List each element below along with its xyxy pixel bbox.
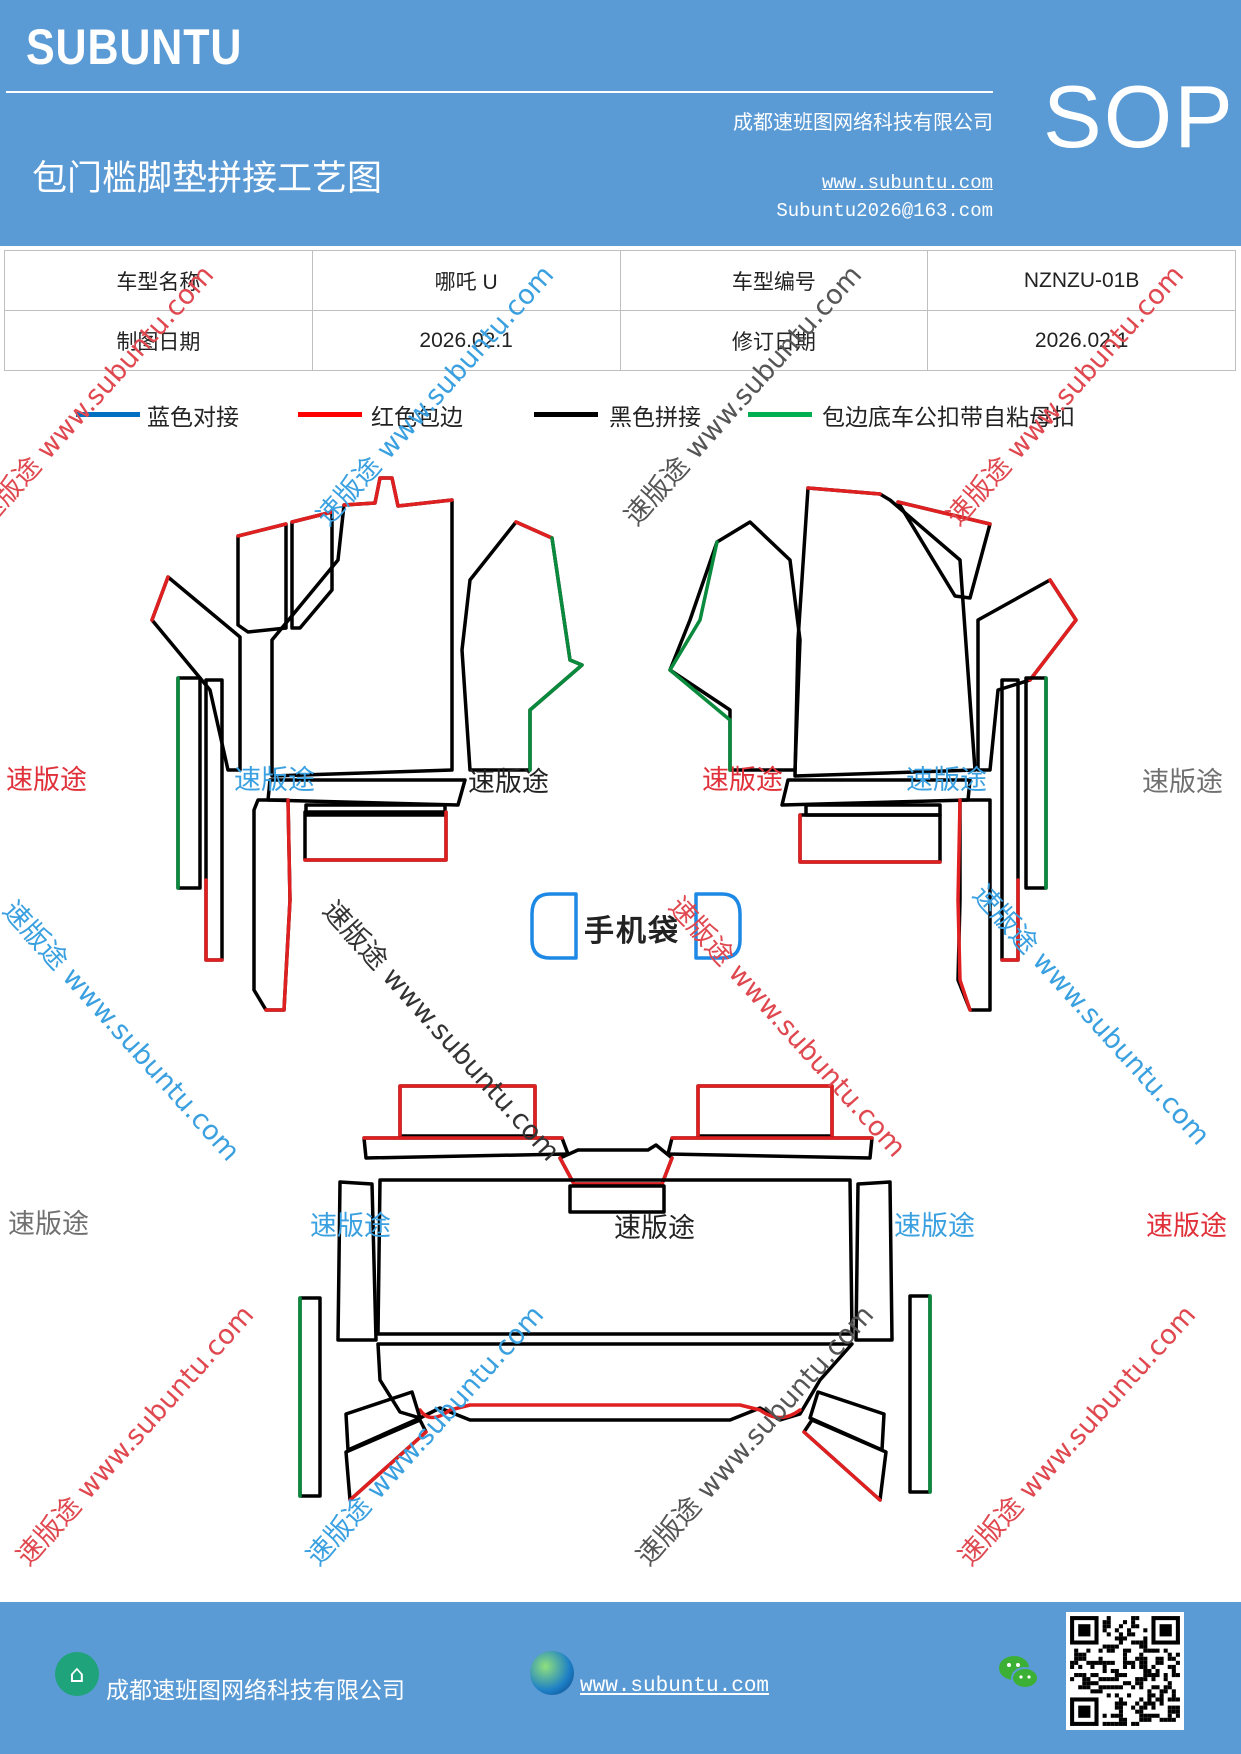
globe-icon — [530, 1651, 574, 1695]
legend-swatch-green — [748, 412, 812, 417]
revise-date-label: 修订日期 — [619, 310, 929, 371]
legend-swatch-red — [298, 412, 362, 417]
rear-mat — [298, 1084, 932, 1502]
legend-label-red: 红色包边 — [371, 405, 463, 431]
info-table: 车型名称 哪吒 U 车型编号 NZNZU-01B 制图日期 2026.02.1 … — [4, 250, 1236, 371]
model-name-label: 车型名称 — [4, 250, 313, 311]
watermark-short: 速版途 — [6, 765, 87, 796]
header-divider — [6, 91, 993, 93]
legend-swatch-blue — [76, 412, 140, 417]
watermark-short: 速版途 — [614, 1213, 695, 1244]
header-company: 成都速班图网络科技有限公司 — [733, 110, 993, 134]
header-email: Subuntu2026@163.com — [776, 200, 993, 222]
draw-date-value: 2026.02.1 — [311, 310, 621, 371]
phone-pocket-shapes — [530, 892, 742, 960]
model-name-value: 哪吒 U — [311, 250, 621, 311]
left-front-mat — [150, 476, 584, 1012]
right-front-mat — [668, 486, 1078, 1012]
watermark-short: 速版途 — [1146, 1211, 1227, 1242]
revise-date-value: 2026.02.1 — [927, 310, 1236, 371]
table-row: 制图日期 2026.02.1 修订日期 2026.02.1 — [4, 310, 1236, 371]
legend-label-blue: 蓝色对接 — [147, 405, 239, 431]
header-website-link[interactable]: www.subuntu.com — [821, 172, 993, 194]
watermark-short: 速版途 — [702, 765, 783, 796]
draw-date-label: 制图日期 — [4, 310, 313, 371]
model-code-value: NZNZU-01B — [927, 250, 1236, 311]
watermark-short: 速版途 — [1142, 767, 1223, 798]
home-icon: ⌂ — [55, 1652, 99, 1696]
legend: 蓝色对接 红色包边 黑色拼接 包边底车公扣带自粘母扣 — [0, 400, 1241, 440]
footer-company: 成都速班图网络科技有限公司 — [106, 1678, 405, 1704]
page-title: 包门槛脚垫拼接工艺图 — [32, 159, 383, 199]
legend-label-black: 黑色拼接 — [609, 405, 701, 431]
legend-label-green: 包边底车公扣带自粘母扣 — [822, 405, 1075, 431]
brand-logo: SUBUNTU — [26, 19, 243, 75]
wechat-icon[interactable] — [996, 1650, 1042, 1696]
watermark-short: 速版途 — [894, 1211, 975, 1242]
model-code-label: 车型编号 — [619, 250, 929, 311]
header-banner — [0, 0, 1241, 246]
sop-label: SOP — [1043, 67, 1235, 166]
legend-swatch-black — [534, 412, 598, 417]
phone-pocket-label: 手机袋 — [584, 914, 680, 949]
watermark-short: 速版途 — [8, 1209, 89, 1240]
qr-code — [1066, 1612, 1184, 1730]
footer-website-link[interactable]: www.subuntu.com — [580, 1675, 770, 1698]
watermark-short: 速版途 — [468, 767, 549, 798]
watermark-short: 速版途 — [906, 765, 987, 796]
table-row: 车型名称 哪吒 U 车型编号 NZNZU-01B — [4, 250, 1236, 311]
watermark-short: 速版途 — [310, 1211, 391, 1242]
watermark-short: 速版途 — [234, 765, 315, 796]
